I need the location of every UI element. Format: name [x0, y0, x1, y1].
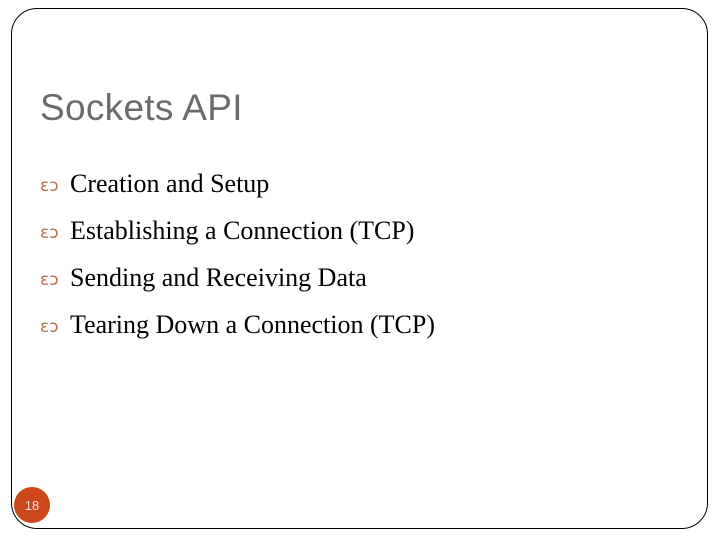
bullet-list: ɛɔ Creation and Setup ɛɔ Establishing a … [40, 165, 680, 353]
bullet-item-label: Sending and Receiving Data [70, 263, 367, 292]
ornament-bullet-icon: ɛɔ [40, 223, 59, 243]
ornament-bullet-icon: ɛɔ [40, 317, 59, 337]
bullet-list-item: ɛɔ Tearing Down a Connection (TCP) [40, 306, 680, 347]
ornament-bullet-icon: ɛɔ [40, 270, 59, 290]
bullet-list-item: ɛɔ Creation and Setup [40, 165, 680, 206]
ornament-bullet-icon: ɛɔ [40, 176, 59, 196]
page-number-badge: 18 [14, 487, 50, 523]
page-number-label: 18 [24, 497, 40, 513]
bullet-list-item: ɛɔ Establishing a Connection (TCP) [40, 212, 680, 253]
slide-title: Sockets API [40, 86, 243, 128]
bullet-item-label: Creation and Setup [70, 169, 270, 198]
bullet-item-label: Tearing Down a Connection (TCP) [70, 310, 435, 339]
bullet-list-item: ɛɔ Sending and Receiving Data [40, 259, 680, 300]
bullet-item-label: Establishing a Connection (TCP) [70, 216, 415, 245]
